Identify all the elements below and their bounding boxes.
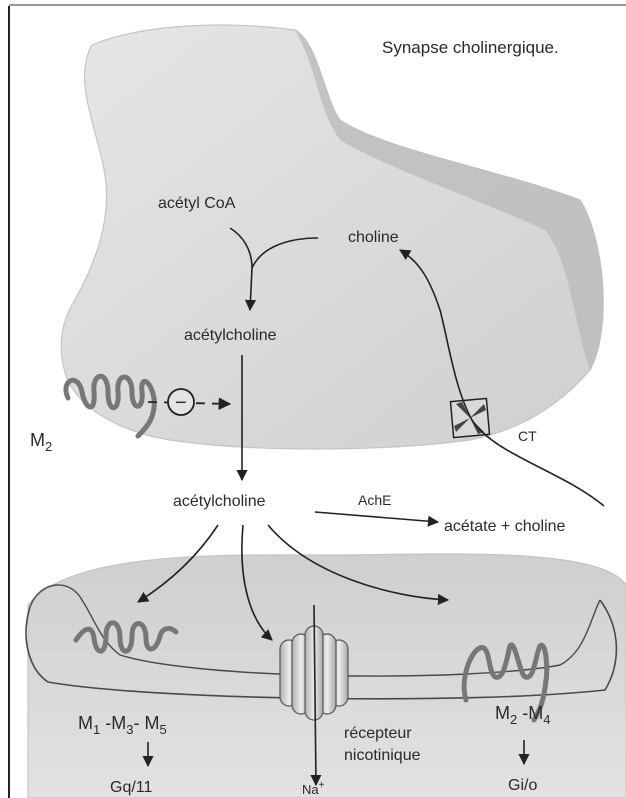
label-ache: AchE xyxy=(358,492,391,508)
diagram-title: Synapse cholinergique. xyxy=(382,38,559,57)
label-gq11: Gq/11 xyxy=(110,779,153,796)
label-receptor-line2: nicotinique xyxy=(344,747,421,764)
label-acetylcholine-presynaptic: acétylcholine xyxy=(184,327,277,344)
label-acetylcholine-cleft: acétylcholine xyxy=(173,493,266,510)
label-gio: Gi/o xyxy=(508,777,537,794)
label-receptor-line1: récepteur xyxy=(344,725,412,742)
label-acetate-choline: acétate + choline xyxy=(444,518,566,535)
label-m2-presynaptic: M2 xyxy=(30,430,52,454)
label-acetyl-coa: acétyl CoA xyxy=(158,195,236,212)
inhibition-symbol: − xyxy=(175,392,187,414)
label-choline: choline xyxy=(348,229,399,246)
hydrolysis-arrow xyxy=(315,512,438,522)
label-ct: CT xyxy=(518,428,537,444)
